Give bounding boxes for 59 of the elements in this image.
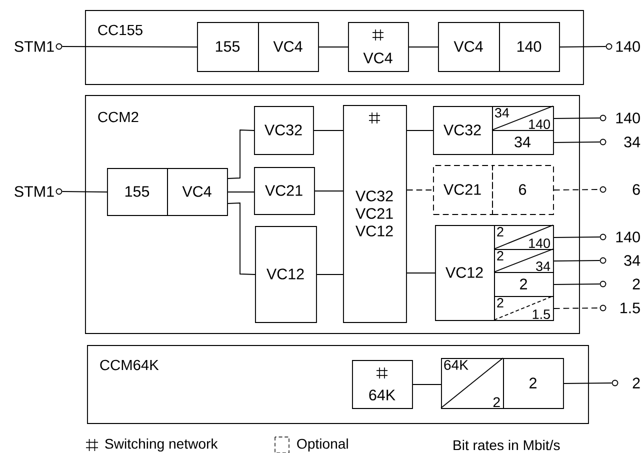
connector-line [227, 130, 254, 179]
connector-line [406, 130, 434, 131]
connector-line [314, 190, 344, 192]
function-box: VC4 [258, 22, 319, 72]
function-box: VC21 [254, 167, 315, 215]
connector-line [553, 142, 600, 143]
switching-network-box: VC32 VC21 VC12 [343, 105, 407, 323]
connector-line [62, 191, 108, 192]
port-label: 6 [632, 184, 640, 195]
port-label: 140 [616, 41, 640, 52]
connector-line [313, 130, 344, 131]
function-box: 6 [492, 165, 554, 215]
port-label: 140 [616, 112, 640, 124]
function-box: 140 [499, 22, 560, 72]
port-label: 34 [624, 136, 640, 148]
rate-converter-cell: 34 140 [492, 106, 554, 131]
legend-text: Optional [297, 438, 348, 452]
connector-line [563, 382, 612, 384]
rate-converter-cell: 64K 2 [440, 358, 504, 409]
function-box: VC12 [255, 226, 317, 323]
connector-line [559, 46, 606, 48]
connector-line [412, 384, 442, 385]
port-label: STM1 [14, 186, 54, 197]
rate-converter-cell: 2 34 [494, 248, 554, 273]
function-box: 155 [197, 22, 259, 72]
note: Bit rates in Mbit/s [454, 440, 560, 450]
rate-converter-cell: 2 1.5 [494, 296, 554, 321]
port-label: 34 [624, 255, 640, 266]
connector-line [553, 236, 600, 238]
connector-line [318, 46, 348, 48]
function-box: 34 [492, 130, 554, 155]
connector-line [553, 308, 600, 309]
connector-line [553, 260, 600, 262]
function-box: VC4 [167, 168, 228, 216]
rate-converter-cell: 2 140 [494, 224, 554, 250]
function-box: VC32 [433, 106, 493, 155]
connector-line [406, 272, 436, 274]
function-box: VC12 [435, 225, 495, 321]
switching-network-box: 64K [352, 360, 413, 409]
function-box: 2 [503, 358, 564, 409]
port-label: 2 [632, 378, 640, 388]
port-label: 2 [632, 278, 640, 290]
connector-line [553, 118, 600, 119]
connector-line [408, 46, 438, 48]
function-box: 155 [107, 168, 168, 216]
legend-text: Switching network [105, 438, 218, 452]
function-box: VC21 [433, 165, 493, 215]
switching-network-box: VC4 [348, 22, 409, 72]
connector-line [227, 202, 256, 275]
port-label: 1.5 [620, 302, 640, 314]
connector-line [316, 274, 344, 275]
function-box: 2 [494, 272, 554, 297]
function-box: VC4 [438, 22, 500, 72]
port-label: 140 [616, 232, 640, 242]
connector-line [553, 189, 600, 190]
connector-line [62, 46, 198, 48]
port-label: STM1 [14, 41, 54, 52]
function-box: VC32 [254, 106, 314, 155]
connector-line [553, 284, 600, 285]
